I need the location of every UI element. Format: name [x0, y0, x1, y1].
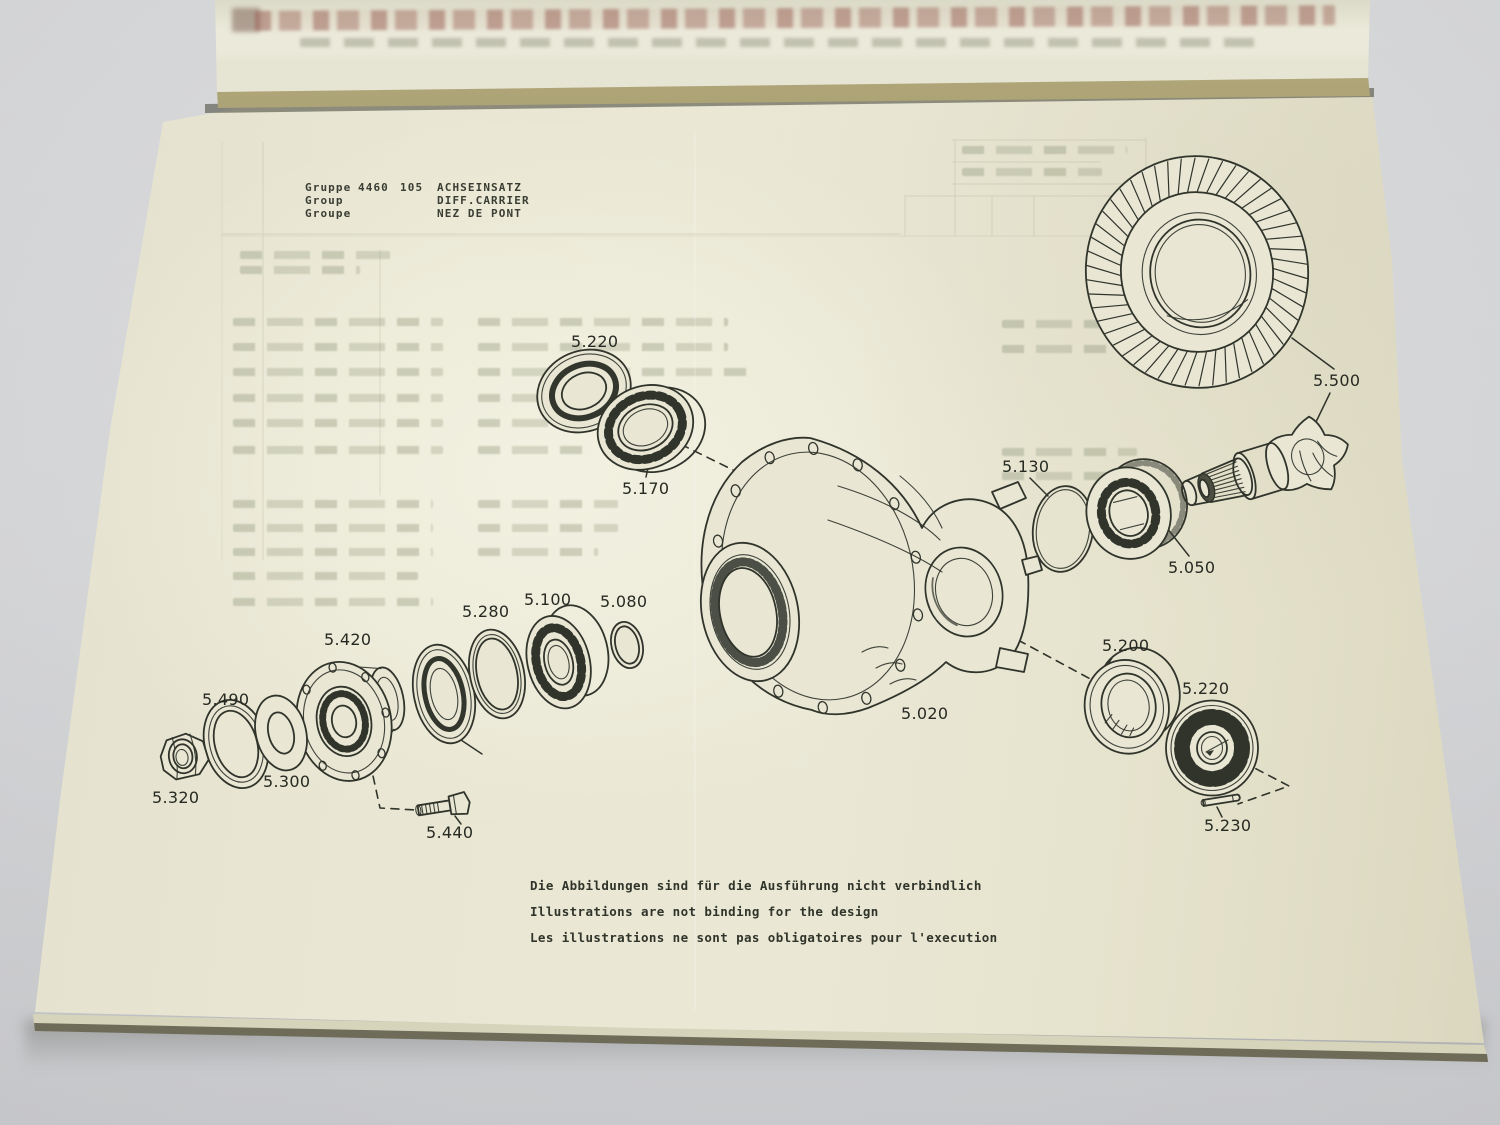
- housing-side-port: [924, 546, 1004, 638]
- disclaimer-de: Die Abbildungen sind für die Ausführung …: [530, 878, 982, 893]
- ghost-text-row: [233, 572, 418, 580]
- roll-pin-drawing: [1200, 793, 1241, 807]
- spline-teeth: [1205, 461, 1246, 499]
- carrier-housing-drawing: [699, 436, 1043, 716]
- flange-seal-drawing: [411, 643, 477, 745]
- ghost-grey-text-artifact: [300, 38, 1260, 47]
- ghost-text-row: [233, 419, 443, 427]
- part-label-o-ring: 5.130: [1002, 457, 1050, 476]
- ghost-red-text-artifact: [254, 5, 1336, 31]
- ghost-text-row: [233, 500, 433, 508]
- ghost-text-row: [962, 168, 1102, 176]
- ghost-text-row: [1002, 320, 1137, 328]
- ghost-text-row: [478, 343, 728, 351]
- ghost-text-row: [233, 394, 443, 402]
- part-label-bolt: 5.440: [426, 823, 474, 842]
- shim-ring-drawing: [610, 620, 644, 670]
- group-suffix: 105: [400, 181, 424, 194]
- ghost-text-row: [233, 368, 443, 376]
- hex-nut-drawing: [159, 732, 210, 781]
- ghost-text-row: [478, 318, 728, 326]
- part-label-taper-bearing: 5.100: [524, 590, 572, 609]
- part-label-shim-ring: 5.080: [600, 592, 648, 611]
- part-label-thrust-bearing: 5.220: [1182, 679, 1230, 698]
- group-number: 4460: [358, 181, 389, 194]
- thrust-bearing-drawing: [1165, 699, 1259, 797]
- part-label-washer: 5.300: [263, 772, 311, 791]
- housing-lugs: [991, 481, 1043, 673]
- part-label-bearing-cup: 5.200: [1102, 636, 1150, 655]
- flange-bolt-holes: [712, 441, 924, 715]
- ghost-text-row: [478, 446, 588, 454]
- ghost-text-row: [478, 500, 618, 508]
- ghost-text-row: [478, 524, 618, 532]
- disclaimer-en: Illustrations are not binding for the de…: [530, 904, 879, 919]
- ghost-text-row: [233, 318, 443, 326]
- group-label-fr: Groupe: [305, 207, 352, 220]
- ghost-text-row: [233, 446, 443, 454]
- ghost-text-row: [233, 598, 433, 606]
- group-title-en: DIFF.CARRIER: [437, 194, 530, 207]
- part-label-hex-nut: 5.320: [152, 788, 200, 807]
- group-title-fr: NEZ DE PONT: [437, 207, 522, 220]
- ghost-text-row: [1002, 472, 1112, 480]
- part-label-spacer-ring: 5.280: [462, 602, 510, 621]
- group-title-de: ACHSEINSATZ: [437, 181, 522, 194]
- washer-drawing: [254, 694, 308, 772]
- rear-pinion-bearing-drawing: [1085, 458, 1188, 560]
- housing-detail-lines: [827, 475, 943, 685]
- ghost-text-row: [240, 251, 390, 259]
- spacer-ring-drawing: [468, 628, 526, 720]
- drive-flange-drawing: [295, 661, 406, 782]
- disclaimer-fr: Les illustrations ne sont pas obligatoir…: [530, 930, 998, 945]
- part-label-housing: 5.020: [901, 704, 949, 723]
- bolt-drawing: [415, 791, 471, 817]
- part-label-clamp-collar: 5.490: [202, 690, 250, 709]
- part-label-shaft-seal: 5.220: [571, 332, 619, 351]
- ghost-text-row: [233, 548, 433, 556]
- ghost-text-row: [1002, 345, 1137, 353]
- bearing-cup-drawing: [1083, 646, 1181, 755]
- ghost-text-row: [478, 548, 598, 556]
- group-label-en: Group: [305, 194, 344, 207]
- ghost-text-row: [233, 343, 443, 351]
- taper-bearing-drawing: [525, 604, 610, 710]
- pinion-gear-drawing: [1181, 415, 1349, 507]
- part-label-drive-flange: 5.420: [324, 630, 372, 649]
- paper-crease: [694, 130, 696, 1010]
- part-label-front-bearing: 5.170: [622, 479, 670, 498]
- ghost-text-row: [233, 524, 433, 532]
- ghost-text-row: [962, 146, 1127, 154]
- part-label-gear-set: 5.500: [1313, 371, 1361, 390]
- assembly-dashed-lines: [369, 437, 1290, 811]
- show-through-table-lines: [221, 137, 1147, 561]
- ring-gear-drawing: [1084, 155, 1310, 389]
- ghost-text-row: [1002, 448, 1137, 456]
- part-label-roll-pin: 5.230: [1204, 816, 1252, 835]
- part-label-rear-bearing: 5.050: [1168, 558, 1216, 577]
- group-label-de: Gruppe: [305, 181, 352, 194]
- housing-front-tube: [699, 541, 801, 683]
- front-pinion-bearing-drawing: [596, 384, 707, 474]
- ghost-text-row: [240, 266, 360, 274]
